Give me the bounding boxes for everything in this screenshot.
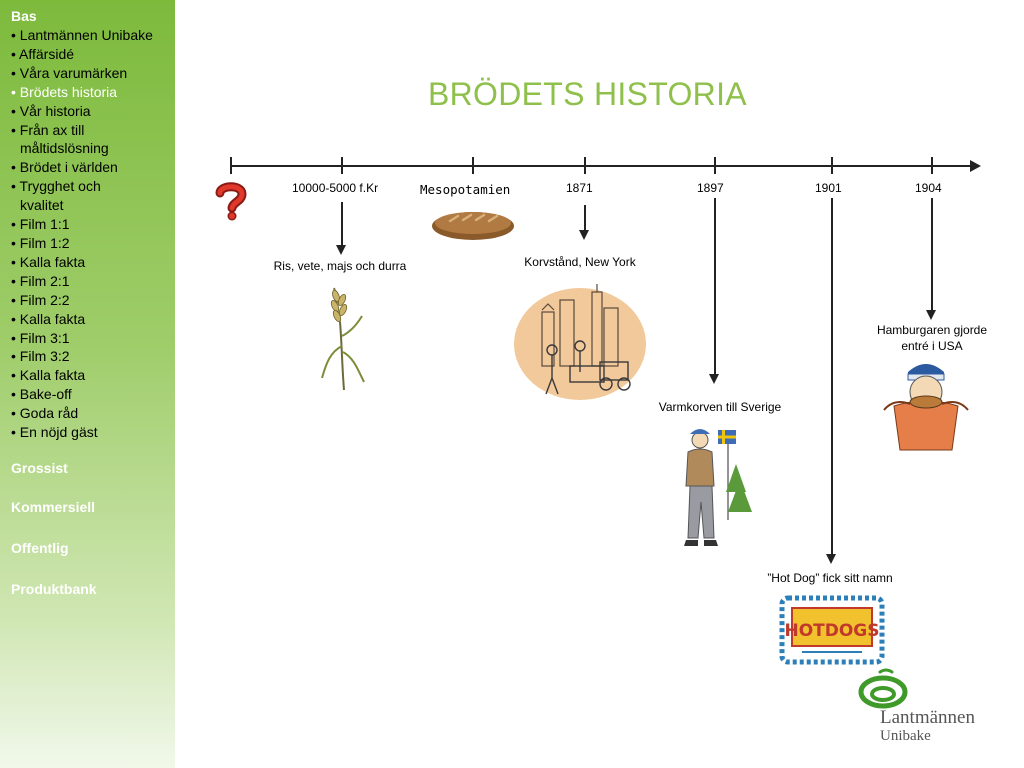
caption-korvstand: Korvstånd, New York [524,255,636,269]
sidebar-item-lantmannen-unibake[interactable]: • Lantmännen Unibake [11,27,153,43]
caption-grains: Ris, vete, majs och durra [273,259,407,273]
caption-varmkorven: Varmkorven till Sverige [658,400,782,414]
logo-line-unibake: Unibake [880,728,931,744]
arrow-1871 [580,205,588,240]
timeline-tick [831,157,833,174]
nav-section-offentlig[interactable]: Offentlig [11,540,69,556]
bread-loaf-icon [432,212,514,240]
sidebar-sub-list: • Lantmännen Unibake • Affärsidé • Våra … [11,26,173,442]
sidebar-item-bake-off[interactable]: • Bake-off [11,386,72,403]
man-eating-hamburger-illustration [883,364,969,451]
timeline-label-1904: 1904 [915,181,942,195]
sidebar-item-vara-varumarken[interactable]: • Våra varumärken [11,64,128,81]
sidebar-item-label: • Från ax till [11,121,85,138]
hot-dogs-sign-text: HOTDOGS [784,621,879,641]
timeline-tick [584,157,586,174]
sidebar-item-brodets-historia[interactable]: • Brödets historia [11,83,118,100]
sidebar-item-kalla-fakta-3[interactable]: • Kalla fakta [11,367,86,384]
nav-section-produktbank[interactable]: Produktbank [11,581,97,597]
timeline-label-mesopotamien: Mesopotamien [420,182,511,197]
timeline-label-1897: 1897 [697,181,724,195]
timeline-axis [230,165,972,167]
sidebar-item-brodet-i-varlden[interactable]: • Brödet i världen [11,159,118,176]
timeline-tick [472,157,474,174]
hot-dogs-sign-illustration: HOTDOGS [779,595,885,665]
caption-line: Hamburgaren gjorde [876,323,988,337]
sidebar: Bas • Lantmännen Unibake • Affärsidé • V… [0,0,175,768]
sidebar-item-film-1-2[interactable]: • Film 1:2 [11,234,70,251]
nav-section-kommersiell[interactable]: Kommersiell [11,499,96,515]
sidebar-item-film-2-1[interactable]: • Film 2:1 [11,272,70,289]
sidebar-item-label-cont: kvalitet [20,197,64,214]
timeline-tick-start [230,157,232,174]
sidebar-item-film-2-2[interactable]: • Film 2:2 [11,291,70,308]
timeline-label-1871: 1871 [566,181,593,195]
timeline-tick [341,157,343,174]
sidebar-item-affarside[interactable]: • Affärsidé [11,45,75,62]
caption-line: entré i USA [901,339,963,353]
timeline-arrowhead [970,160,981,172]
caption-hamburger: Hamburgaren gjorde entré i USA [858,322,1006,354]
sidebar-item-label: • Trygghet och [11,178,101,195]
arrow-1897 [710,198,718,384]
logo-line-lantmannen: Lantmännen [880,707,975,728]
sidebar-item-en-nojd-gast[interactable]: • En nöjd gäst [11,424,98,441]
question-mark-icon [215,182,247,221]
sidebar-item-label-cont: måltidslösning [20,140,109,157]
sidebar-item-film-3-1[interactable]: • Film 3:1 [11,329,70,346]
sidebar-item-kalla-fakta-1[interactable]: • Kalla fakta [11,253,86,270]
timeline-label-prehistory: 10000-5000 f.Kr [292,181,379,195]
sidebar-item-trygghet-och-kvalitet[interactable]: • Trygghet och kvalitet [11,177,173,215]
page-title: BRÖDETS HISTORIA [428,76,747,112]
hot-dog-stand-illustration [514,284,646,400]
lantmannen-logo-mark [858,668,908,709]
nav-section-grossist[interactable]: Grossist [11,460,68,476]
arrow-1901 [827,198,835,564]
timeline-label-1901: 1901 [815,181,842,195]
caption-hot-dog: ”Hot Dog” fick sitt namn [767,571,893,585]
wheat-stalk-icon [321,287,365,391]
timeline-tick [714,157,716,174]
sidebar-item-fran-ax-till-maltidslosning[interactable]: • Från ax till måltidslösning [11,121,173,159]
arrow-grains [337,202,345,255]
swedish-man-illustration [684,429,752,546]
sidebar-item-kalla-fakta-2[interactable]: • Kalla fakta [11,310,86,327]
sidebar-item-film-1-1[interactable]: • Film 1:1 [11,216,70,233]
sidebar-item-var-historia[interactable]: • Vår historia [11,102,91,119]
sidebar-item-goda-rad[interactable]: • Goda råd [11,405,79,422]
timeline-tick [931,157,933,174]
logo-wordmark: Lantmännen Unibake [880,707,975,745]
arrow-1904 [927,198,935,320]
sidebar-item-film-3-2[interactable]: • Film 3:2 [11,348,70,365]
nav-heading-bas[interactable]: Bas [11,8,37,24]
